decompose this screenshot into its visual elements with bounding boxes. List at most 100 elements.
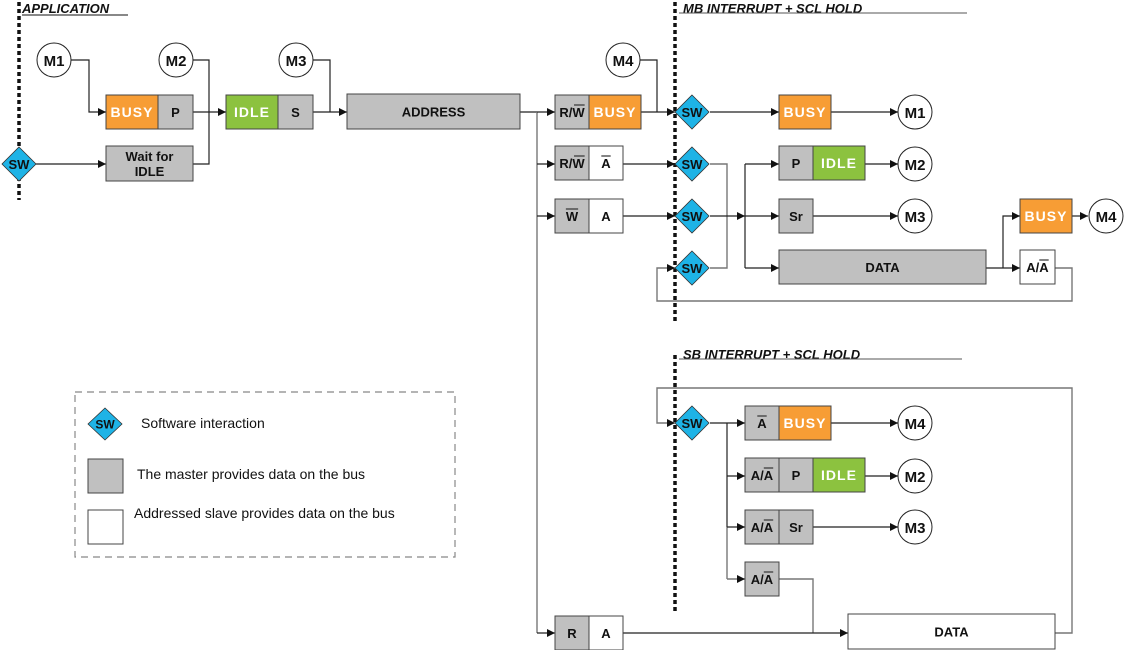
sb-ack-p-idle-block-cell-2 [812,457,866,493]
rw-nack-block: R/W A [554,145,624,181]
sb-data-block: DATA [847,613,1056,650]
marker-m4-circle: M4 [605,42,641,78]
legend-item-slave: Addressed slave provides data on the bus [134,505,395,521]
mb-busy-block-cell-0 [778,94,832,130]
mb-sr-block: Sr [778,198,814,234]
mb-busy-block-label-0: BUSY [784,104,827,120]
sb-title: SB INTERRUPT + SCL HOLD [683,347,861,362]
busy-p-block-cell-0 [105,94,159,130]
idle-s-block-label-1: S [291,105,300,120]
marker-m4-circle: M4 [1088,198,1124,234]
mb-ack-block-cell-0 [1019,249,1056,285]
address-block: ADDRESS [346,93,521,130]
r-ack-block-label-0: R [567,626,577,641]
marker-m1-circle: M1 [36,42,72,78]
marker-m4-circle: M4 [897,405,933,441]
marker-label: M4 [613,53,634,70]
marker-label: M4 [905,416,926,433]
sb-ack-block-cell-0 [744,561,780,597]
sb-ack-block: A/A [744,561,780,597]
address-block-cell-0 [346,93,521,130]
mb-data-block-cell-0 [778,249,987,285]
w-ack-block-cell-0 [554,198,590,234]
rw-busy-block-label-0: R/W [559,105,585,120]
sw-label: SW [9,157,31,172]
marker-label: M4 [1096,209,1117,226]
marker-label: M3 [905,520,926,537]
legend-item-software: Software interaction [141,415,265,431]
mb-busy-block: BUSY [778,94,832,130]
legend-sw-icon: SW [87,407,123,441]
mb-data-block-label-0: DATA [865,260,900,275]
rw-nack-block-label-0: R/W [559,156,585,171]
idle-s-block: IDLE S [225,94,314,130]
sb-nack-busy-block-cell-1 [778,405,832,441]
rw-busy-block-label-1: BUSY [594,104,637,120]
sw-label: SW [682,157,704,172]
wait-for-idle-block-label-0: IDLE [135,164,165,179]
legend-master-box-icon [87,458,124,494]
mb-busy2-block-cell-0 [1019,198,1073,234]
marker-label: M3 [286,53,307,70]
sw-label: SW [682,261,704,276]
sw-diamond-icon: SW [674,250,710,286]
r-ack-block-cell-1 [588,615,624,650]
sw-label: SW [682,416,704,431]
sw-diamond-icon: SW [674,146,710,182]
sw-diamond-icon: SW [674,405,710,441]
sb-ack-p-idle-block-label-2: IDLE [821,467,857,483]
busy-p-block-label-0: BUSY [111,104,154,120]
w-ack-block-label-0: W [566,209,579,224]
mb-busy2-block: BUSY [1019,198,1073,234]
marker-label: M1 [905,105,926,122]
marker-label: M1 [44,53,65,70]
sb-ack-p-idle-block-label-1: P [792,468,801,483]
sw-diamond-icon: SW [1,146,37,182]
sb-ack-block-label-0: A/A [751,572,774,587]
sb-data-block-label-0: DATA [934,625,969,640]
marker-m3-circle: M3 [897,509,933,545]
sb-ack-sr-block-label-0: A/A [751,520,774,535]
mb-ack-block-label-0: A/A [1026,260,1049,275]
mb-p-idle-block-label-0: P [792,156,801,171]
address-block-label-0: ADDRESS [402,105,466,120]
marker-label: M2 [905,469,926,486]
w-ack-block-cell-1 [588,198,624,234]
wait-for-idle-block-label-0: Wait for [126,149,174,164]
marker-label: M2 [905,157,926,174]
mb-p-idle-block-label-1: IDLE [821,155,857,171]
rw-busy-block-cell-0 [554,94,590,130]
rw-nack-block-cell-1 [588,145,624,181]
marker-m3-circle: M3 [278,42,314,78]
sb-ack-sr-block-label-1: Sr [789,520,803,535]
idle-s-block-label-0: IDLE [234,104,270,120]
application-title: APPLICATION [21,1,110,16]
rw-busy-block-cell-1 [588,94,642,130]
rw-nack-block-label-1: A [601,156,611,171]
sb-ack-sr-block: A/A Sr [744,509,814,545]
sb-ack-p-idle-block-cell-0 [744,457,780,493]
sb-data-block-cell-0 [847,613,1056,650]
idle-s-block-cell-1 [277,94,314,130]
busy-p-block-cell-1 [157,94,194,130]
r-ack-block-cell-0 [554,615,590,650]
mb-sr-block-label-0: Sr [789,209,803,224]
legend: SW Software interaction The master provi… [74,391,456,558]
r-ack-block-label-1: A [601,626,611,641]
mb-title: MB INTERRUPT + SCL HOLD [683,1,863,16]
marker-m2-circle: M2 [897,146,933,182]
sb-nack-busy-block-label-1: BUSY [784,415,827,431]
sb-nack-busy-block-cell-0 [744,405,780,441]
sb-ack-p-idle-block-cell-1 [778,457,814,493]
wait-for-idle-block-cell-0 [105,145,194,182]
marker-m1-circle: M1 [897,94,933,130]
marker-label: M3 [905,209,926,226]
legend-item-master: The master provides data on the bus [137,466,365,482]
mb-ack-block: A/A [1019,249,1056,285]
connectors [36,59,1088,637]
legend-frame [74,391,456,558]
w-ack-block-label-1: A [601,209,611,224]
